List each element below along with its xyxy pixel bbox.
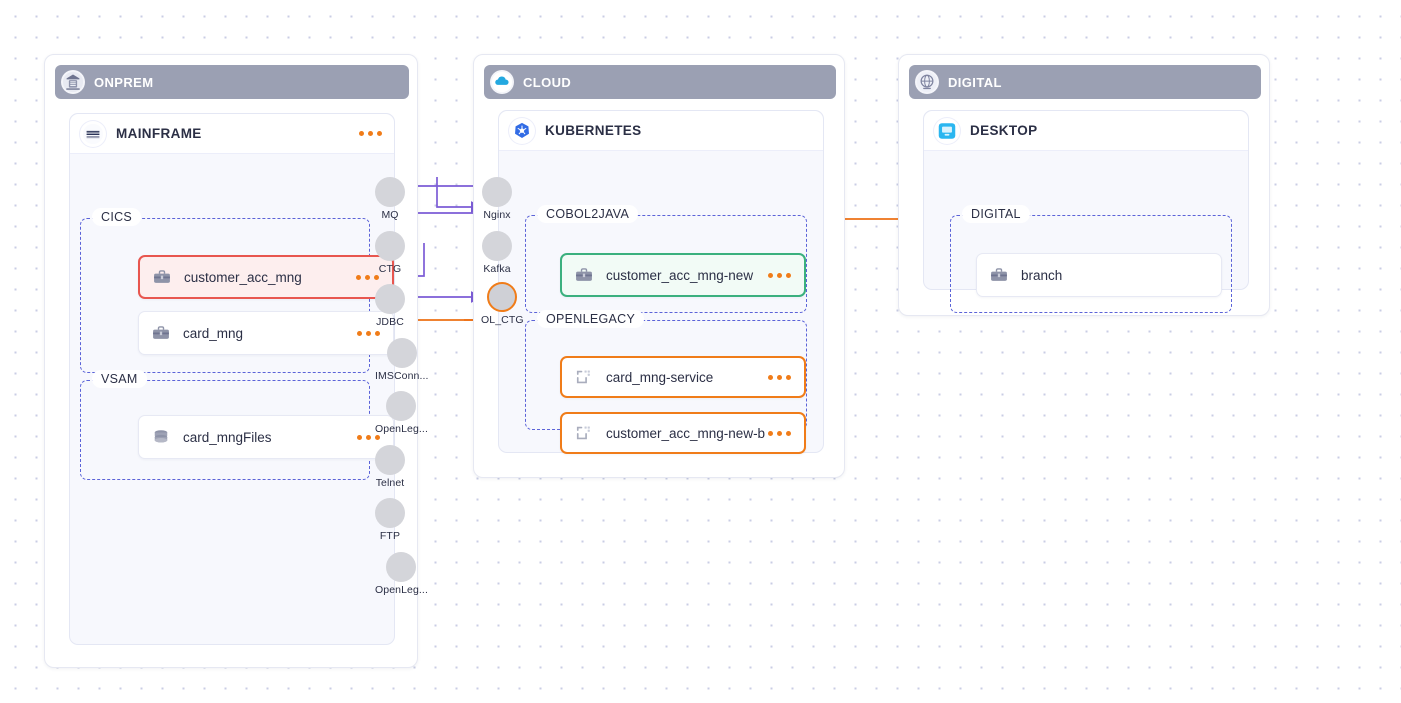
program-briefcase-icon (152, 267, 172, 287)
group-vsam-label: VSAM (92, 370, 147, 388)
port-knob-icon[interactable] (375, 231, 405, 261)
node-branch[interactable]: branch (976, 253, 1222, 297)
zone-cloud-title: CLOUD (523, 74, 572, 90)
node-card_mngFiles-label: card_mngFiles (183, 429, 272, 445)
platform-kubernetes-title: KUBERNETES (545, 123, 642, 138)
node-card_mng-service-menu[interactable] (768, 374, 791, 380)
group-cics[interactable]: CICS (80, 208, 370, 373)
zone-digital-title: DIGITAL (948, 74, 1002, 90)
mainframe-three-dot-menu[interactable] (359, 131, 382, 136)
port-knob-icon[interactable] (386, 338, 417, 368)
port-openleg-2-label: OpenLeg... (375, 584, 428, 596)
desktop-monitor-icon (934, 117, 960, 144)
group-openlegacy[interactable]: OPENLEGACY (525, 310, 807, 430)
node-card_mngFiles[interactable]: card_mngFiles (138, 415, 394, 459)
platform-kubernetes[interactable]: KUBERNETES COBOL2JAVA customer_acc_mng-n… (498, 110, 824, 454)
program-briefcase-icon (574, 265, 594, 285)
node-customer_acc_mng[interactable]: customer_acc_mng (138, 255, 394, 299)
node-card_mng-service[interactable]: card_mng-service (560, 356, 806, 398)
port-ctg[interactable]: CTG (375, 231, 405, 275)
port-ol_ctg[interactable]: OL_CTG (481, 282, 524, 326)
port-knob-icon[interactable] (487, 282, 518, 312)
node-customer_acc_mng-label: customer_acc_mng (184, 269, 302, 285)
node-card_mngFiles-menu[interactable] (357, 434, 380, 440)
node-card_mng[interactable]: card_mng (138, 311, 394, 355)
service-module-icon (574, 423, 594, 443)
platform-desktop-title: DESKTOP (970, 123, 1038, 138)
port-knob-icon[interactable] (375, 498, 405, 528)
node-branch-label: branch (1021, 267, 1063, 283)
zone-cloud[interactable]: CLOUD KUBERNETES (473, 54, 845, 478)
group-cobol2java[interactable]: COBOL2JAVA (525, 205, 807, 313)
group-cobol2java-label: COBOL2JAVA (537, 205, 639, 223)
zone-cloud-header[interactable]: CLOUD (484, 65, 836, 99)
database-cylinder-icon (151, 427, 171, 447)
platform-desktop[interactable]: DESKTOP DIGITAL branch (923, 110, 1249, 313)
ibm-logo-icon (80, 120, 106, 147)
digital-globe-icon (915, 70, 939, 94)
port-kafka-label: Kafka (483, 263, 511, 275)
port-jdbc-label: JDBC (376, 316, 404, 328)
port-ctg-label: CTG (378, 263, 402, 275)
service-module-icon (574, 367, 594, 387)
zone-digital-header[interactable]: DIGITAL (909, 65, 1261, 99)
mainframe-building-icon (61, 70, 85, 94)
port-openleg-1[interactable]: OpenLeg... (375, 391, 428, 435)
zone-onprem[interactable]: ONPREM (44, 54, 418, 668)
port-openleg-1-label: OpenLeg... (375, 423, 428, 435)
port-ol_ctg-label: OL_CTG (481, 314, 524, 326)
port-knob-icon[interactable] (375, 445, 405, 475)
zone-onprem-header[interactable]: ONPREM (55, 65, 409, 99)
port-nginx[interactable]: Nginx (482, 177, 512, 221)
port-mq[interactable]: MQ (375, 177, 405, 221)
group-cics-label: CICS (92, 208, 142, 226)
node-customer_acc_mng-new-b[interactable]: customer_acc_mng-new-b (560, 412, 806, 454)
platform-desktop-header[interactable]: DESKTOP (924, 111, 1248, 151)
node-customer_acc_mng-new-b-label: customer_acc_mng-new-b (606, 425, 766, 441)
node-card_mng-service-label: card_mng-service (606, 369, 714, 385)
zone-digital[interactable]: DIGITAL DESKTOP DIGITAL (898, 54, 1270, 316)
port-imsconn[interactable]: IMSConn... (375, 338, 429, 382)
program-briefcase-icon (151, 323, 171, 343)
platform-mainframe-title: MAINFRAME (116, 126, 202, 141)
port-knob-icon[interactable] (482, 177, 512, 207)
port-jdbc[interactable]: JDBC (375, 284, 405, 328)
port-knob-icon[interactable] (386, 552, 417, 582)
group-digital[interactable]: DIGITAL (950, 205, 1232, 313)
port-knob-icon[interactable] (386, 391, 417, 421)
platform-mainframe[interactable]: MAINFRAME CICS customer_acc_mng (69, 113, 395, 645)
platform-mainframe-header[interactable]: MAINFRAME (70, 114, 394, 154)
cloud-icon (490, 70, 514, 94)
node-customer_acc_mng-new-menu[interactable] (768, 272, 791, 278)
node-card_mng-menu[interactable] (357, 330, 380, 336)
port-nginx-label: Nginx (483, 209, 511, 221)
port-knob-icon[interactable] (375, 177, 405, 207)
port-imsconn-label: IMSConn... (375, 370, 429, 382)
port-openleg-2[interactable]: OpenLeg... (375, 552, 428, 596)
port-kafka[interactable]: Kafka (482, 231, 512, 275)
node-customer_acc_mng-new-b-menu[interactable] (768, 430, 791, 436)
port-knob-icon[interactable] (482, 231, 512, 261)
kubernetes-logo-icon (509, 117, 535, 144)
platform-kubernetes-header[interactable]: KUBERNETES (499, 111, 823, 151)
group-digital-label: DIGITAL (962, 205, 1030, 223)
port-knob-icon[interactable] (375, 284, 405, 314)
port-telnet-label: Telnet (375, 477, 405, 489)
node-card_mng-label: card_mng (183, 325, 244, 341)
program-briefcase-icon (989, 265, 1009, 285)
node-customer_acc_mng-new[interactable]: customer_acc_mng-new (560, 253, 806, 297)
port-ftp[interactable]: FTP (375, 498, 405, 542)
zone-onprem-title: ONPREM (94, 74, 154, 90)
node-customer_acc_mng-new-label: customer_acc_mng-new (606, 267, 754, 283)
port-mq-label: MQ (381, 209, 399, 221)
port-telnet[interactable]: Telnet (375, 445, 405, 489)
group-openlegacy-label: OPENLEGACY (537, 310, 645, 328)
port-ftp-label: FTP (379, 530, 401, 542)
node-customer_acc_mng-menu[interactable] (356, 274, 379, 280)
